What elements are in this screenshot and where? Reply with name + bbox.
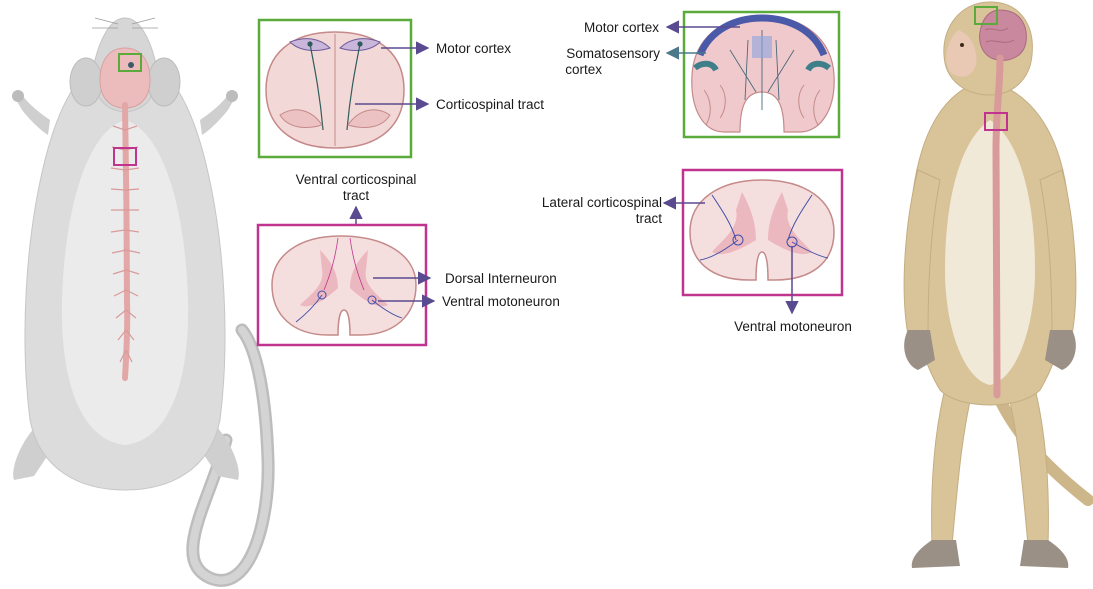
rat-ventral-cst-label-line2: tract [343, 188, 370, 203]
monkey-illustration [904, 2, 1088, 568]
primate-motor-cortex-label: Motor cortex [584, 20, 659, 35]
rat-brain-panel: Motor cortex Corticospinal tract [259, 20, 544, 157]
primate-somatosensory-label: Somatosensory [566, 46, 660, 61]
rat-corticospinal-tract-label: Corticospinal tract [436, 97, 544, 112]
rat-ventral-cst-label: Ventral corticospinal [296, 172, 417, 187]
rat-motor-cortex-label: Motor cortex [436, 41, 511, 56]
rat-cord-panel: Ventral corticospinal tract Dorsal Inter… [258, 172, 560, 345]
primate-somatosensory-label-line2: cortex [565, 62, 602, 77]
rat-ventral-motoneuron-label: Ventral motoneuron [442, 294, 560, 309]
primate-cord-panel: Lateral corticospinal tract Ventral moto… [542, 170, 852, 334]
primate-brain-panel: Motor cortex Somatosensory cortex [565, 12, 839, 137]
rat-illustration [12, 18, 268, 580]
primate-lateral-cst-label: Lateral corticospinal [542, 195, 662, 210]
primate-ventral-motoneuron-label: Ventral motoneuron [734, 319, 852, 334]
rat-dorsal-interneuron-label: Dorsal Interneuron [445, 271, 557, 286]
primate-lateral-cst-label-line2: tract [636, 211, 663, 226]
